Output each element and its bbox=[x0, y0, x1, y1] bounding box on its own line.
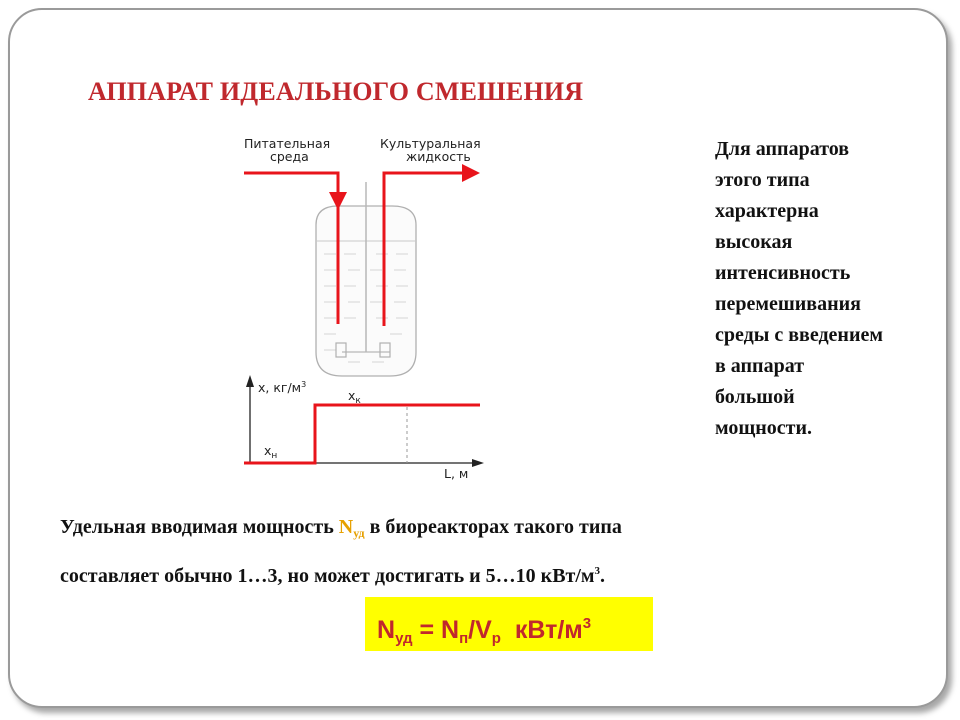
side-line: среды с введением bbox=[715, 324, 883, 346]
power-description: Удельная вводимая мощность Nуд в биореак… bbox=[60, 508, 920, 595]
level-high-label: xк bbox=[348, 388, 361, 406]
concentration-step-curve bbox=[244, 403, 480, 465]
slide-title: АППАРАТ ИДЕАЛЬНОГО СМЕШЕНИЯ bbox=[88, 77, 584, 106]
power-line-2: составляет обычно 1…3, но может достигат… bbox=[60, 565, 606, 587]
side-line: в аппарат bbox=[715, 355, 805, 377]
outlet-label-line1: Культуральная bbox=[380, 136, 481, 151]
outlet-pipe bbox=[382, 164, 480, 326]
power-formula: Nуд = Nп/Vр кВт/м3 bbox=[365, 597, 653, 651]
side-line: Для аппаратов bbox=[715, 138, 850, 160]
side-line: характерна bbox=[715, 200, 819, 222]
reactor-diagram: Питательная среда Культуральная жидкость bbox=[244, 136, 484, 481]
side-line: высокая bbox=[715, 231, 793, 253]
side-line: интенсивность bbox=[715, 262, 851, 284]
y-axis-label: x, кг/м3 bbox=[258, 380, 306, 395]
slide-frame bbox=[8, 8, 948, 708]
power-line-1: Удельная вводимая мощность Nуд в биореак… bbox=[60, 516, 622, 540]
side-line: мощности. bbox=[715, 417, 812, 439]
x-axis-label: L, м bbox=[444, 466, 468, 481]
side-line: перемешивания bbox=[715, 293, 861, 315]
inlet-pipe bbox=[244, 171, 347, 324]
inlet-label-line2: среда bbox=[270, 149, 309, 164]
n-specific-symbol: Nуд bbox=[338, 516, 365, 540]
inlet-label-line1: Питательная bbox=[244, 136, 330, 151]
side-line: этого типа bbox=[715, 169, 810, 191]
side-description: Для аппаратов этого типа характерна высо… bbox=[715, 134, 947, 444]
outlet-label-line2: жидкость bbox=[406, 149, 471, 164]
level-low-label: xн bbox=[264, 443, 277, 461]
stirrer bbox=[335, 182, 391, 358]
side-line: большой bbox=[715, 386, 795, 408]
